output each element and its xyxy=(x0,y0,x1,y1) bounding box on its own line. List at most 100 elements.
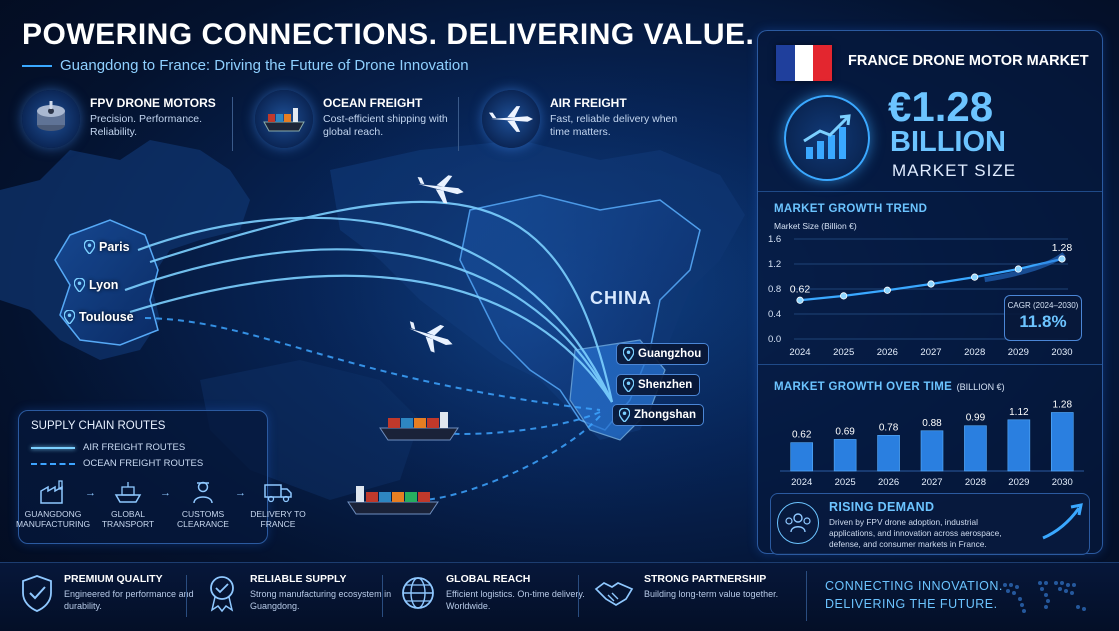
city-guangzhou: Guangzhou xyxy=(616,343,710,365)
bottom-desc: Engineered for performance and durabilit… xyxy=(64,589,194,611)
city-toulouse: Toulouse xyxy=(64,310,134,324)
divider xyxy=(382,575,383,617)
step-transport: GLOBAL TRANSPORT xyxy=(96,479,160,529)
trend-title: MARKET GROWTH TREND xyxy=(774,203,928,215)
city-shenzhen: Shenzhen xyxy=(616,374,701,396)
feature-title: OCEAN FREIGHT xyxy=(323,96,423,110)
legend-label: OCEAN FREIGHT ROUTES xyxy=(83,458,204,469)
bar-value-label: 0.62 xyxy=(792,430,812,441)
bar xyxy=(1007,419,1031,472)
cagr-value: 11.8% xyxy=(1019,312,1067,331)
feature-desc: Precision. Performance. Reliability. xyxy=(90,113,203,138)
divider xyxy=(806,571,807,621)
world-map-dots-icon xyxy=(1003,581,1086,613)
x-tick-label: 2028 xyxy=(964,347,985,358)
y-tick-label: 1.2 xyxy=(768,259,781,270)
legend-ocean-line xyxy=(31,462,75,465)
bottom-title: RELIABLE SUPPLY xyxy=(250,573,347,585)
x-tick-label: 2026 xyxy=(877,347,898,358)
airplane-icon xyxy=(417,175,464,204)
bar-chart: 0.6220240.6920250.7820260.8820270.992028… xyxy=(780,399,1084,488)
bar xyxy=(964,425,987,472)
bar-value-label: 1.12 xyxy=(1009,407,1029,418)
page-subtitle: Guangdong to France: Driving the Future … xyxy=(22,57,469,74)
bottom-item-partnership: STRONG PARTNERSHIP Building long-term val… xyxy=(594,563,794,613)
bar-value-label: 1.28 xyxy=(1053,399,1073,410)
rising-demand-box: RISING DEMAND Driven by FPV drone adopti… xyxy=(770,493,1090,555)
airplane-icon xyxy=(482,90,540,148)
globe-icon xyxy=(402,577,434,609)
data-label: 1.28 xyxy=(1052,242,1073,254)
bottom-bar: PREMIUM QUALITY Engineered for performanc… xyxy=(0,562,1119,631)
demand-title: RISING DEMAND xyxy=(829,500,935,514)
divider xyxy=(578,575,579,617)
supply-steps: GUANGDONG MANUFACTURING → GLOBAL TRANSPO… xyxy=(16,479,310,529)
bar-unit: (BILLION €) xyxy=(956,382,1005,392)
divider xyxy=(758,364,1102,365)
trend-ylabel: Market Size (Billion €) xyxy=(774,221,857,231)
x-tick-label: 2030 xyxy=(1052,477,1073,488)
bottom-title: STRONG PARTNERSHIP xyxy=(644,573,767,585)
bottom-title: PREMIUM QUALITY xyxy=(64,573,163,585)
data-label: 0.62 xyxy=(790,283,811,295)
feature-desc: Cost-efficient shipping with global reac… xyxy=(323,113,448,138)
city-label: Zhongshan xyxy=(634,409,696,421)
bottom-desc: Building long-term value together. xyxy=(644,589,779,599)
market-unit: BILLION xyxy=(890,126,1006,158)
x-tick-label: 2024 xyxy=(791,477,812,488)
x-tick-label: 2029 xyxy=(1008,347,1029,358)
bar-value-label: 0.78 xyxy=(879,422,899,433)
location-pin-icon xyxy=(64,310,75,324)
data-point xyxy=(971,273,979,281)
city-lyon: Lyon xyxy=(74,278,118,292)
market-label: MARKET SIZE xyxy=(892,161,1017,180)
x-tick-label: 2029 xyxy=(1008,477,1029,488)
city-label: Guangzhou xyxy=(638,348,702,360)
y-tick-label: 0.8 xyxy=(768,284,781,295)
city-label: Lyon xyxy=(89,278,119,292)
bar-value-label: 0.99 xyxy=(966,413,986,424)
bottom-desc: Strong manufacturing ecosystem in Guangd… xyxy=(250,589,392,611)
tagline-line-2: DELIVERING THE FUTURE. xyxy=(825,597,998,611)
step-delivery: DELIVERY TO FRANCE xyxy=(246,479,310,529)
y-tick-label: 1.6 xyxy=(768,234,781,245)
cargo-ship-icon xyxy=(255,90,313,148)
divider xyxy=(458,97,459,151)
tagline: CONNECTING INNOVATION. DELIVERING THE FU… xyxy=(825,577,1003,613)
x-tick-label: 2030 xyxy=(1051,347,1072,358)
step-label: DELIVERY TO FRANCE xyxy=(250,509,306,529)
x-tick-label: 2027 xyxy=(920,347,941,358)
bar-value-label: 0.88 xyxy=(922,418,942,429)
subtitle-dash xyxy=(22,64,52,67)
air-routes xyxy=(124,200,614,403)
trend-up-arrow-icon xyxy=(1042,503,1083,540)
bar-value-label: 0.69 xyxy=(835,426,855,437)
subtitle-text: Guangdong to France: Driving the Future … xyxy=(60,57,469,74)
y-tick-label: 0.4 xyxy=(768,309,781,320)
feature-ocean-freight: OCEAN FREIGHT Cost-efficient shipping wit… xyxy=(255,90,453,148)
feature-title: AIR FREIGHT xyxy=(550,96,627,110)
legend-air: AIR FREIGHT ROUTES xyxy=(31,442,185,453)
growth-chart-icon xyxy=(784,95,870,181)
city-zhongshan: Zhongshan xyxy=(612,404,704,426)
step-manufacturing: GUANGDONG MANUFACTURING xyxy=(16,479,90,529)
legend-ocean: OCEAN FREIGHT ROUTES xyxy=(31,458,203,469)
cagr-label: CAGR (2024–2030) xyxy=(1007,301,1079,310)
data-point xyxy=(840,292,848,300)
arrow-right-icon: → xyxy=(235,487,246,499)
bar-chart-heading: MARKET GROWTH OVER TIME (BILLION €) xyxy=(774,377,1005,395)
market-panel: FRANCE DRONE MOTOR MARKET €1.28 BILLION … xyxy=(757,30,1103,555)
truck-icon xyxy=(264,484,292,503)
demand-text: Driven by FPV drone adoption, industrial… xyxy=(829,517,1002,549)
step-label: GLOBAL TRANSPORT xyxy=(101,509,155,529)
location-pin-icon xyxy=(623,378,634,392)
bottom-title: GLOBAL REACH xyxy=(446,573,531,585)
supply-chain-legend: SUPPLY CHAIN ROUTES AIR FREIGHT ROUTES O… xyxy=(16,410,306,544)
customs-officer-icon xyxy=(193,481,213,504)
bottom-item-quality: PREMIUM QUALITY Engineered for performanc… xyxy=(20,563,214,613)
city-paris: Paris xyxy=(84,240,130,254)
legend-label: AIR FREIGHT ROUTES xyxy=(83,442,186,453)
